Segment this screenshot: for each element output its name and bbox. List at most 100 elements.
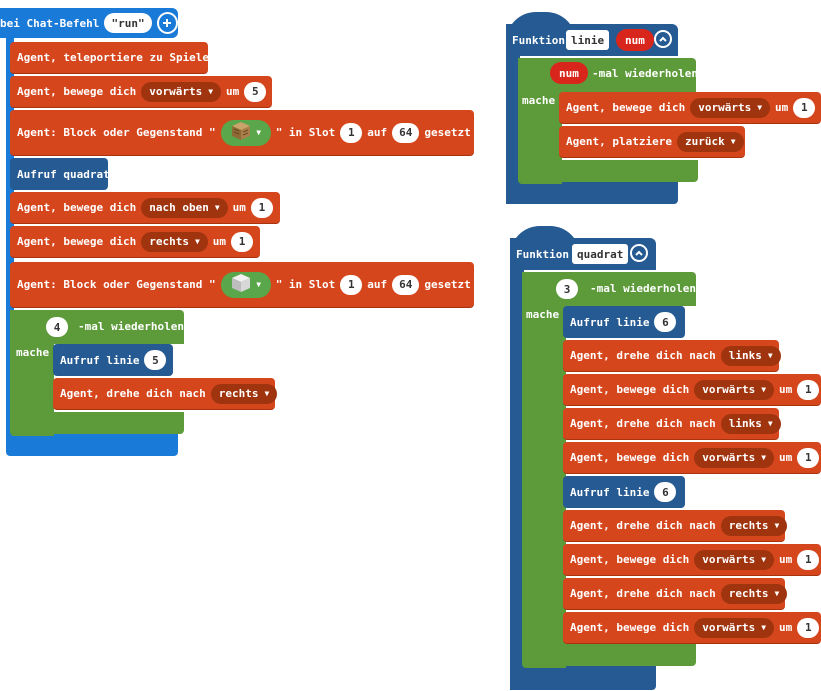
chat-command-input[interactable]: "run" <box>104 13 152 33</box>
call-linie-label: Aufruf linie <box>570 485 650 499</box>
direction-dropdown[interactable]: vorwärts ▼ <box>690 97 771 118</box>
direction-dropdown[interactable]: links ▼ <box>720 345 781 366</box>
direction-value: vorwärts <box>149 85 203 98</box>
call-quadrat-block[interactable]: Aufruf quadrat <box>10 158 110 190</box>
amount-input[interactable]: 1 <box>797 549 820 570</box>
chevron-down-icon: ▼ <box>194 237 200 246</box>
amount-input[interactable]: 5 <box>244 81 267 102</box>
turn-block[interactable]: Agent, drehe dich nach links ▼ <box>563 408 781 440</box>
repeat-count-input[interactable]: 3 <box>556 279 578 299</box>
slot-input[interactable]: 1 <box>340 274 363 295</box>
direction-value: zurück <box>684 135 725 148</box>
move-forward-block[interactable]: Agent, bewege dich vorwärts ▼ um 5 <box>10 76 272 108</box>
direction-value: vorwärts <box>698 101 752 114</box>
loop-footer <box>10 412 184 434</box>
move-forward-block[interactable]: Agent, bewege dich vorwärts ▼ um 1 <box>559 92 821 124</box>
direction-value: vorwärts <box>702 383 756 396</box>
place-block[interactable]: Agent, platziere zurück ▼ <box>559 126 745 158</box>
amount-input[interactable]: 1 <box>793 97 816 118</box>
move-forward-block[interactable]: Agent, bewege dich vorwärts ▼ um 1 <box>563 442 821 474</box>
amount-input[interactable]: 1 <box>797 617 820 638</box>
move-right-block[interactable]: Agent, bewege dich rechts ▼ um 1 <box>10 226 260 258</box>
move-label: Agent, bewege dich <box>570 553 690 566</box>
function-keyword: Funktion <box>516 248 569 261</box>
function-side <box>506 24 520 204</box>
count-input[interactable]: 64 <box>392 122 420 143</box>
direction-dropdown[interactable]: vorwärts ▼ <box>141 81 222 102</box>
mache-label: mache <box>522 94 556 107</box>
chevron-down-icon: ▼ <box>256 128 262 137</box>
function-name-input[interactable]: quadrat <box>572 244 629 264</box>
direction-dropdown[interactable]: vorwärts ▼ <box>694 447 775 468</box>
item-picker[interactable]: ▼ <box>220 119 271 146</box>
direction-dropdown[interactable]: vorwärts ▼ <box>694 617 775 638</box>
move-forward-block[interactable]: Agent, bewege dich vorwärts ▼ um 1 <box>563 612 821 644</box>
loop-header[interactable] <box>522 272 696 306</box>
function-name-input[interactable]: linie <box>566 30 610 50</box>
repeat-count-input[interactable]: 4 <box>46 317 68 337</box>
function-footer <box>510 666 656 690</box>
call-linie-label: Aufruf linie <box>570 315 650 329</box>
collapse-icon[interactable] <box>630 244 648 262</box>
teleport-label: Agent, teleportiere zu Spieler <box>17 51 216 64</box>
direction-dropdown[interactable]: rechts ▼ <box>720 515 788 536</box>
direction-value: rechts <box>149 235 189 248</box>
direction-dropdown[interactable]: zurück ▼ <box>676 131 744 152</box>
turn-block[interactable]: Agent, drehe dich nach rechts ▼ <box>563 510 788 542</box>
direction-dropdown[interactable]: rechts ▼ <box>210 383 278 404</box>
call-linie-block[interactable]: Aufruf linie 6 <box>563 306 685 338</box>
call-linie-arg[interactable]: 5 <box>144 350 167 370</box>
direction-dropdown[interactable]: nach oben ▼ <box>141 197 228 218</box>
call-linie-arg[interactable]: 6 <box>654 482 677 502</box>
turn-label: Agent, drehe dich nach <box>570 519 716 532</box>
place-item-block[interactable]: Agent: Block oder Gegenstand " ▼ " in Sl… <box>10 262 474 308</box>
turn-block[interactable]: Agent, drehe dich nach rechts ▼ <box>53 378 278 410</box>
collapse-icon[interactable] <box>654 30 672 48</box>
move-forward-block[interactable]: Agent, bewege dich vorwärts ▼ um 1 <box>563 374 821 406</box>
item-picker[interactable]: ▼ <box>220 271 271 298</box>
chevron-down-icon: ▼ <box>761 453 767 462</box>
direction-dropdown[interactable]: vorwärts ▼ <box>694 379 775 400</box>
turn-block[interactable]: Agent, drehe dich nach links ▼ <box>563 340 781 372</box>
um-label: um <box>779 553 793 566</box>
move-label: Agent, bewege dich <box>17 235 137 248</box>
mache-label: mache <box>526 308 560 321</box>
wood-planks-icon <box>230 120 252 145</box>
direction-dropdown[interactable]: rechts ▼ <box>141 231 208 252</box>
loop-header[interactable] <box>10 310 184 344</box>
loop-footer <box>518 160 698 182</box>
turn-block[interactable]: Agent, drehe dich nach rechts ▼ <box>563 578 788 610</box>
amount-input[interactable]: 1 <box>250 197 273 218</box>
move-up-block[interactable]: Agent, bewege dich nach oben ▼ um 1 <box>10 192 280 224</box>
plus-circle-icon[interactable] <box>156 12 178 34</box>
loop-header[interactable] <box>518 58 696 92</box>
place-item-block[interactable]: Agent: Block oder Gegenstand " ▼ " in Sl… <box>10 110 474 156</box>
chevron-down-icon: ▼ <box>761 555 767 564</box>
chevron-down-icon: ▼ <box>208 87 214 96</box>
slot-input[interactable]: 1 <box>340 122 363 143</box>
slot-prefix-label: Agent: Block oder Gegenstand " <box>17 278 216 291</box>
direction-value: links <box>728 349 762 362</box>
call-linie-arg[interactable]: 6 <box>654 312 677 332</box>
chat-command-header[interactable]: bei Chat-Befehl "run" <box>0 8 178 38</box>
param-num[interactable]: num <box>616 29 654 51</box>
turn-label: Agent, drehe dich nach <box>570 417 716 430</box>
amount-input[interactable]: 1 <box>797 447 820 468</box>
direction-dropdown[interactable]: links ▼ <box>720 413 781 434</box>
chevron-down-icon: ▼ <box>757 103 763 112</box>
amount-input[interactable]: 1 <box>797 379 820 400</box>
direction-value: vorwärts <box>702 553 756 566</box>
amount-input[interactable]: 1 <box>231 231 254 252</box>
chat-command-footer <box>6 432 178 456</box>
direction-dropdown[interactable]: vorwärts ▼ <box>694 549 775 570</box>
repeat-param-num[interactable]: num <box>550 62 588 84</box>
direction-value: nach oben <box>149 201 209 214</box>
call-linie-block[interactable]: Aufruf linie 6 <box>563 476 685 508</box>
move-forward-block[interactable]: Agent, bewege dich vorwärts ▼ um 1 <box>563 544 821 576</box>
call-linie-block[interactable]: Aufruf linie 5 <box>53 344 173 376</box>
direction-value: vorwärts <box>702 621 756 634</box>
teleport-block[interactable]: Agent, teleportiere zu Spieler <box>10 42 216 74</box>
direction-dropdown[interactable]: rechts ▼ <box>720 583 788 604</box>
iron-block-icon <box>230 272 252 297</box>
count-input[interactable]: 64 <box>392 274 420 295</box>
